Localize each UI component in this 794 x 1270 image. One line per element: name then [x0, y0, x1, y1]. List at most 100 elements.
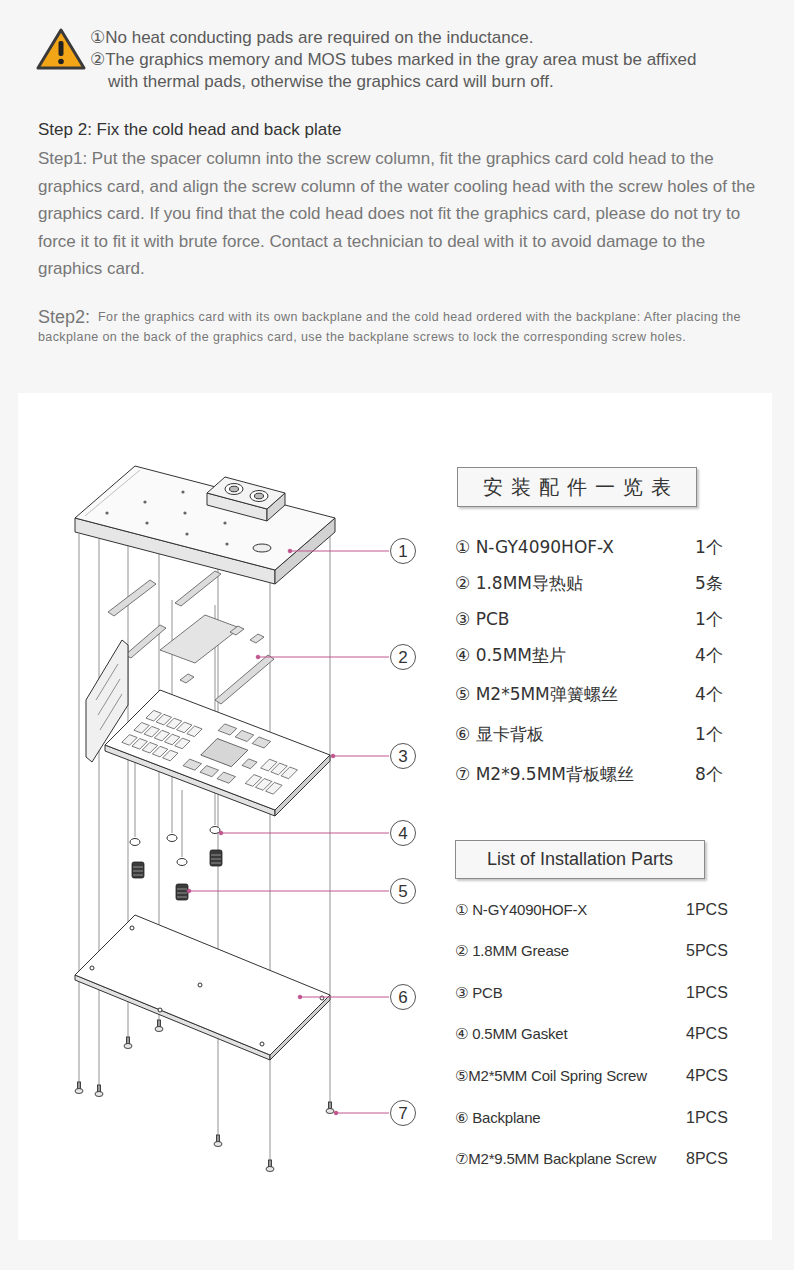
part-cell: ⑥ Backplane — [455, 1107, 540, 1129]
spring-screw — [176, 884, 188, 900]
cold-head — [145, 521, 148, 524]
pcb — [242, 759, 257, 769]
spring-screw — [177, 889, 187, 890]
part-cell: ⑤M2*5MM Coil Spring Screw — [455, 1065, 647, 1087]
backplane-screw — [124, 1044, 132, 1049]
cold-head — [250, 491, 268, 502]
callout-circle: 7 — [390, 1100, 416, 1126]
pcb — [217, 772, 236, 783]
pcb — [281, 767, 297, 779]
cold-head — [253, 544, 271, 552]
guide-line — [79, 534, 80, 1082]
thermal-pad — [108, 571, 274, 704]
part-cell: ⑦M2*9.5MM Backplane Screw — [455, 1148, 656, 1170]
step-heading: Step 2: Fix the cold head and back plate — [38, 119, 738, 141]
backplane — [198, 983, 202, 987]
cold-head — [223, 521, 226, 524]
backplane — [130, 926, 134, 930]
cold-head — [255, 493, 264, 499]
washer — [210, 827, 220, 834]
cold-head — [207, 477, 285, 509]
cold-head — [75, 466, 335, 584]
backplane-screw — [266, 1167, 274, 1172]
part-cell: ⑥ 显卡背板 — [455, 723, 544, 745]
quantity-cell: 8PCS — [686, 1148, 728, 1170]
cold-head — [185, 532, 188, 535]
backplane — [158, 1008, 162, 1012]
warning-note: ②The graphics memory and MOS tubes marke… — [90, 49, 708, 93]
quantity-cell: 4个 — [695, 683, 723, 705]
cold-head — [225, 484, 243, 495]
thermal-pad — [160, 615, 240, 663]
spring-screw — [210, 850, 222, 866]
quantity-cell: 1PCS — [686, 899, 728, 921]
pcb — [98, 679, 120, 715]
cold-head — [183, 511, 186, 514]
step-text: For the graphics card with its own backp… — [38, 308, 743, 347]
thermal-pad — [215, 655, 274, 704]
pcb — [122, 701, 311, 799]
quantity-cell: 5条 — [695, 572, 723, 594]
quantity-cell: 4PCS — [686, 1065, 728, 1087]
part-cell: ④ 0.5MM Gasket — [455, 1023, 567, 1045]
table-heading-box: 安装配件一览表 — [457, 467, 697, 507]
part-cell: ③ PCB — [455, 608, 509, 630]
cold-head — [225, 542, 228, 545]
leader-line — [189, 891, 389, 892]
table-heading: List of Installation Parts — [487, 849, 673, 871]
quantity-cell: 4个 — [695, 644, 723, 666]
leader-line — [334, 1111, 338, 1115]
table-heading: 安装配件一览表 — [475, 475, 679, 499]
quantity-cell: 1PCS — [686, 982, 728, 1004]
callout-circle: 2 — [390, 644, 416, 670]
pcb — [96, 664, 118, 700]
spring-screw — [132, 862, 144, 878]
pcb — [200, 766, 219, 777]
pcb — [175, 738, 190, 749]
callout-number: 2 — [398, 649, 407, 666]
spring-screw — [132, 850, 222, 900]
thermal-pad — [250, 634, 264, 643]
spring-screw — [133, 867, 143, 868]
backplane-screw — [214, 1142, 222, 1147]
cold-head — [143, 500, 146, 503]
part-cell: ⑤ M2*5MM弹簧螺丝 — [455, 683, 618, 705]
step-label: Step2: — [38, 306, 90, 328]
spring-screw — [177, 893, 187, 894]
backplane — [90, 966, 94, 970]
callout-circle: 3 — [390, 743, 416, 769]
callout-circle: 6 — [390, 984, 416, 1010]
leader-line — [256, 655, 260, 659]
part-cell: ⑦ M2*9.5MM背板螺丝 — [455, 763, 634, 785]
cold-head — [181, 490, 184, 493]
leader-line — [258, 657, 389, 658]
guide-line — [79, 534, 330, 1160]
spring-screw — [133, 875, 143, 876]
spring-screw — [211, 863, 221, 864]
warning-icon — [38, 30, 84, 68]
panel — [18, 393, 772, 1240]
quantity-cell: 1PCS — [686, 1107, 728, 1129]
leader-line — [336, 1113, 389, 1114]
backplane-screw — [95, 1092, 103, 1097]
quantity-cell: 1个 — [695, 723, 723, 745]
warning-note: ①No heat conducting pads are required on… — [90, 27, 780, 49]
thermal-pad — [180, 674, 194, 683]
spring-screw — [211, 859, 221, 860]
backplane-screw — [326, 1109, 334, 1114]
thermal-pad — [175, 571, 221, 606]
backplane-screw — [155, 1027, 163, 1032]
callout-number: 7 — [398, 1105, 407, 1122]
quantity-cell: 8个 — [695, 763, 723, 785]
warning-icon — [59, 41, 64, 56]
guide-line — [330, 536, 331, 1102]
pcb — [105, 690, 330, 810]
callout-circle: 1 — [390, 538, 416, 564]
callout-number: 5 — [398, 883, 407, 900]
part-cell: ① N-GY4090HOF-X — [455, 899, 587, 921]
guide-line — [135, 752, 136, 837]
pcb — [252, 737, 271, 748]
guide-line — [99, 539, 100, 1085]
quantity-cell: 1个 — [695, 608, 723, 630]
